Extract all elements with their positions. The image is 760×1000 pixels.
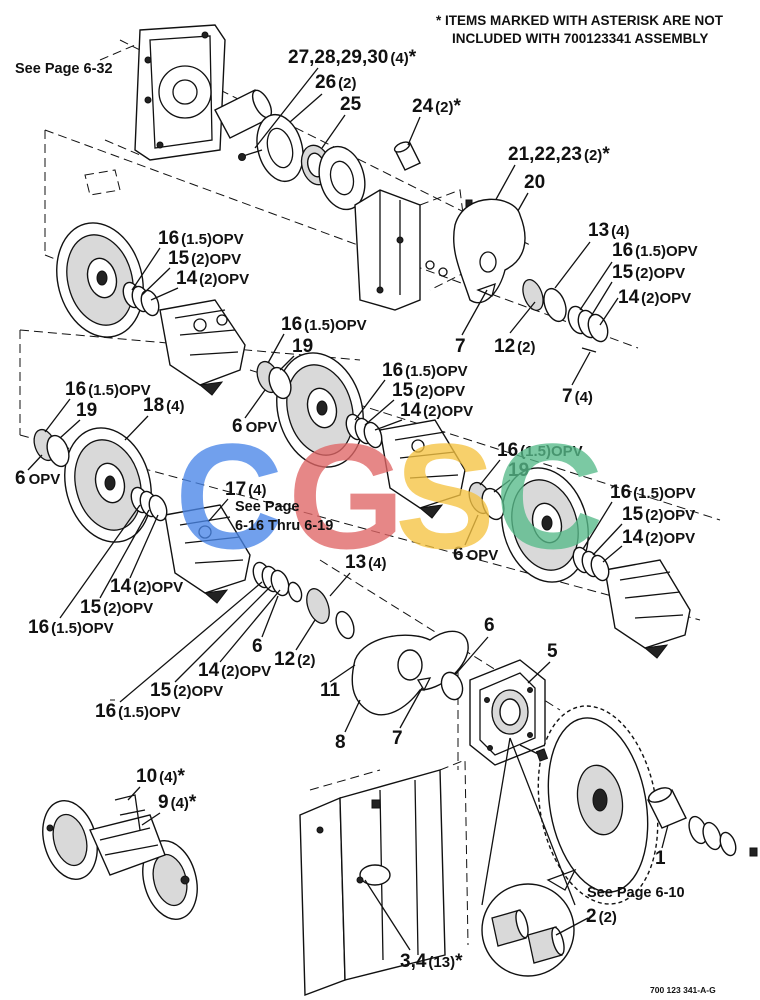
label-27-30: 27,28,29,30(4)* — [288, 47, 417, 68]
asterisk-note-line2: INCLUDED WITH 700123341 ASSEMBLY — [452, 31, 708, 46]
drawing-code: 700 123 341-A-G — [650, 985, 716, 995]
bearing-plate-5 — [469, 659, 546, 766]
bolt-sprocket — [519, 744, 549, 762]
knotter-sprocket-right — [501, 467, 589, 583]
label-19-c: 19 — [508, 460, 529, 481]
label-14-a: 14(2)OPV — [618, 287, 691, 308]
label-7-b: 7(4) — [562, 386, 593, 407]
label-16-c: 16(1.5)OPV — [281, 314, 367, 335]
page-ref-6-10: See Page 6-10 — [587, 885, 685, 901]
label-1: 1 — [655, 848, 666, 869]
label-15-g: 15(2)OPV — [622, 504, 695, 525]
rings-19-right — [468, 481, 505, 521]
label-13-top: 13(4) — [588, 220, 629, 241]
label-14-i: 14(2)OPV — [198, 660, 271, 681]
label-7-c: 7 — [392, 728, 403, 749]
label-15-b: 15(2)OPV — [168, 248, 241, 269]
page-ref-6-32: See Page 6-32 — [15, 61, 113, 77]
label-14-d: 14(2)OPV — [400, 400, 473, 421]
lower-frame — [299, 759, 469, 996]
label-3-4: 3,4(13)* — [400, 951, 463, 972]
label-6-d: 6 — [252, 636, 263, 657]
label-5: 5 — [547, 641, 558, 662]
label-17: 17(4) — [225, 479, 266, 500]
knotter-sprocket-18 — [64, 427, 152, 543]
label-12-b: 12(2) — [274, 649, 315, 670]
label-14-b: 14(2)OPV — [176, 268, 249, 289]
label-12-a: 12(2) — [494, 336, 535, 357]
asterisk-note-line1: * ITEMS MARKED WITH ASTERISK ARE NOT — [436, 13, 724, 28]
watermark-letter-s: S — [395, 412, 495, 580]
label-16-e: 16(1.5)OPV — [65, 379, 151, 400]
label-26: 26(2) — [315, 72, 356, 93]
label-24: 24(2)* — [412, 96, 461, 117]
knotter-hub-upper — [159, 299, 246, 396]
label-16-a: 16(1.5)OPV — [612, 240, 698, 261]
label-16-h: 16(1.5)OPV — [28, 617, 114, 638]
label-9: 9(4)* — [158, 792, 197, 813]
page-ref-6-16-line1: See Page — [235, 499, 300, 515]
label-15-i: 15(2)OPV — [150, 680, 223, 701]
label-2: 2(2) — [586, 906, 617, 927]
stripper-disk-20 — [453, 198, 526, 304]
knotter-hub-center — [379, 419, 466, 519]
ring-6-lower — [440, 671, 464, 701]
center-frame-upper — [354, 189, 471, 311]
upper-bracket-assembly — [84, 24, 226, 196]
label-20: 20 — [524, 172, 545, 193]
label-8: 8 — [335, 732, 346, 753]
detail-knotter-assembly — [42, 794, 198, 920]
watermark-letter-c1: C — [175, 412, 283, 580]
label-6-e: 6 — [484, 615, 495, 636]
rings-lower — [252, 561, 355, 640]
label-15-h: 15(2)OPV — [80, 597, 153, 618]
label-16-d: 16(1.5)OPV — [382, 360, 468, 381]
watermark-letter-g: G — [288, 412, 405, 580]
label-15-d: 15(2)OPV — [392, 380, 465, 401]
rings-19-left — [33, 428, 70, 468]
watermark-letter-c2: C — [495, 412, 603, 580]
label-7-a: 7 — [455, 336, 466, 357]
stripper-disk-8 — [351, 630, 469, 716]
label-16-f: 16(1.5)OPV — [497, 440, 583, 461]
bushing-detail-2 — [481, 737, 576, 977]
knotter-sprocket-center — [276, 352, 364, 468]
bolt-27 — [238, 149, 263, 161]
page-ref-6-16-line2: 6-16 Thru 6-19 — [235, 518, 333, 534]
label-19-a: 19 — [292, 336, 313, 357]
collar-1 — [647, 787, 758, 857]
rings-right — [572, 546, 610, 582]
label-16-b: 16(1.5)OPV — [158, 228, 244, 249]
label-11: 11 — [320, 680, 341, 701]
rings-left-mid — [130, 486, 168, 522]
label-15-a: 15(2)OPV — [612, 262, 685, 283]
knotter-sprocket-upper-left — [56, 222, 144, 338]
label-18: 18(4) — [143, 395, 184, 416]
drive-sprocket — [537, 705, 659, 905]
pin-24 — [393, 141, 421, 171]
rings-19-upper — [256, 360, 292, 400]
label-10: 10(4)* — [136, 766, 185, 787]
label-25: 25 — [340, 94, 362, 115]
knotter-hub-17 — [164, 504, 251, 604]
watermark-cgsc: C G S C — [175, 412, 603, 580]
label-21-23: 21,22,23(2)* — [508, 144, 610, 165]
flange-plate — [318, 145, 366, 211]
knotter-hub-right — [604, 559, 691, 659]
rings-upper-left — [122, 281, 160, 317]
label-13-b: 13(4) — [345, 552, 386, 573]
label-19-b: 19 — [76, 400, 97, 421]
label-14-g: 14(2)OPV — [622, 527, 695, 548]
label-14-h: 14(2)OPV — [110, 576, 183, 597]
label-16-i: 16(1.5)OPV — [95, 701, 181, 722]
label-16-g: 16(1.5)OPV — [610, 482, 696, 503]
